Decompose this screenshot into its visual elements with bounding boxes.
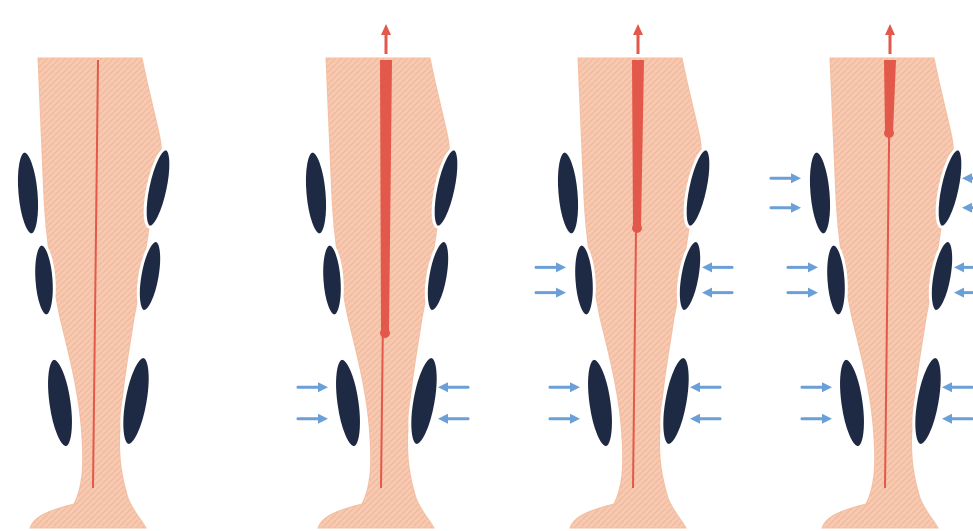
flow-arrow-head [633,24,643,35]
arrow-head [954,288,964,298]
arrow-left-icon [438,414,468,424]
arrow-left-icon [438,382,468,392]
vein-bulge [380,328,390,338]
arrow-right-icon [536,288,566,298]
arrow-head [318,414,328,424]
arrow-left-icon [702,262,732,272]
cuff-upper-left [805,150,834,236]
arrow-head [318,382,328,392]
arrow-head [690,414,700,424]
arrow-head [791,173,801,183]
arrow-head [702,262,712,272]
arrow-head [556,288,566,298]
arrow-left-icon [942,414,972,424]
leg-panel-3 [536,24,732,528]
arrow-head [438,414,448,424]
arrow-head [808,262,818,272]
arrow-right-icon [550,414,580,424]
arrow-right-icon [802,414,832,424]
vein-bulge [884,128,894,138]
arrow-left-icon [690,414,720,424]
arrow-right-icon [788,288,818,298]
arrow-head [808,288,818,298]
arrow-head [570,414,580,424]
arrow-left-icon [954,262,973,272]
leg-panel-4 [771,24,973,528]
arrow-up-icon [381,24,391,54]
arrow-right-icon [771,203,801,213]
cuff-upper-left [553,150,582,236]
cuff-upper-left [13,150,42,236]
arrow-left-icon [962,203,973,213]
leg-panel-2 [298,24,468,528]
arrow-head [822,414,832,424]
vein-bulge [632,223,642,233]
arrow-head [570,382,580,392]
arrow-right-icon [298,414,328,424]
arrow-head [942,414,952,424]
flow-arrow-head [885,24,895,35]
arrow-right-icon [550,382,580,392]
arrow-head [556,262,566,272]
arrow-head [954,262,964,272]
arrow-up-icon [885,24,895,54]
arrow-up-icon [633,24,643,54]
arrow-right-icon [788,262,818,272]
flow-arrow-head [381,24,391,35]
arrow-left-icon [942,382,972,392]
arrow-head [791,203,801,213]
arrow-left-icon [702,288,732,298]
leg-panel-1 [13,58,176,528]
arrow-right-icon [771,173,801,183]
arrow-head [702,288,712,298]
arrow-right-icon [802,382,832,392]
arrow-head [822,382,832,392]
arrow-right-icon [536,262,566,272]
cuff-upper-left [301,150,330,236]
arrow-head [962,203,972,213]
arrow-left-icon [690,382,720,392]
arrow-left-icon [954,288,973,298]
arrow-right-icon [298,382,328,392]
